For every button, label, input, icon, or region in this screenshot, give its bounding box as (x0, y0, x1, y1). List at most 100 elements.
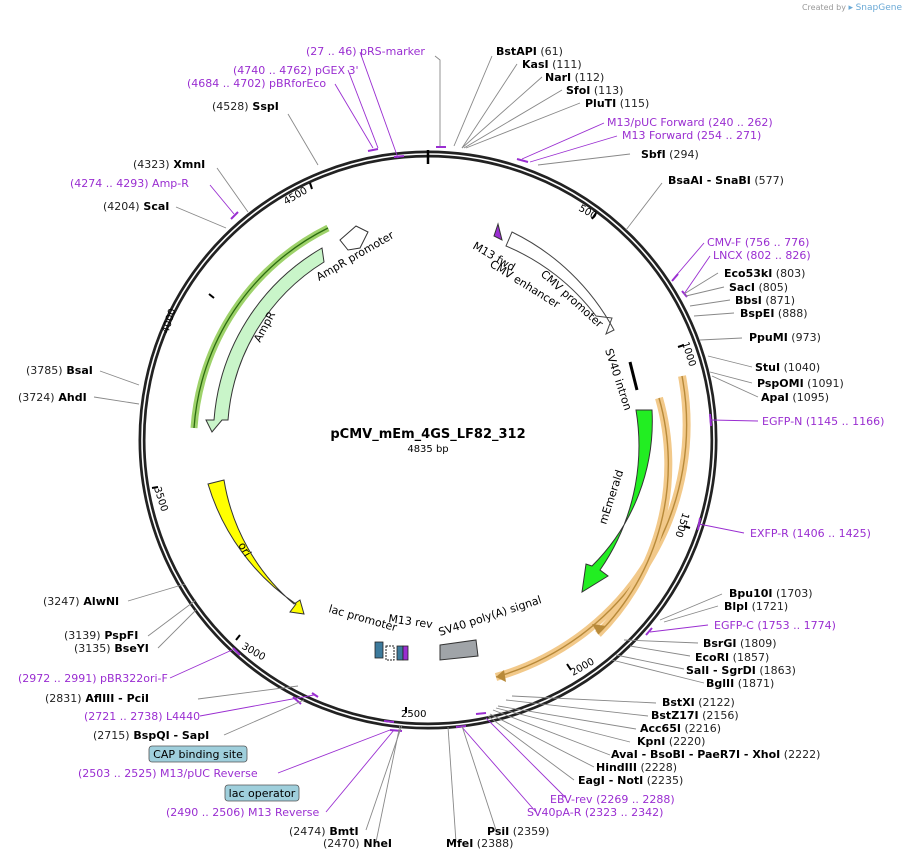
enzyme-label: BsrGI (1809) (703, 637, 777, 650)
tick-label-4000: 4000 (160, 307, 178, 335)
label-primary: (4740 .. 4762) pGEX 3' (233, 64, 359, 77)
label-primary: BglII (706, 677, 734, 690)
feature-lac-promoter-mark (385, 645, 395, 661)
primer-label: CMV-F (756 .. 776) (707, 236, 809, 249)
enzyme-label: Bpu10I (1703) (729, 587, 813, 600)
lac-operator-label: lac operator (229, 787, 296, 800)
enzyme-label: (2474) BmtI (289, 825, 359, 838)
enzyme-label: (3785) BsaI (26, 364, 93, 377)
label-primary: (2721 .. 2738) L4440 (84, 710, 200, 723)
enzyme-label: (4323) XmnI (133, 158, 205, 171)
label-secondary: AlwNI (80, 595, 120, 608)
enzyme-label: (2470) NheI (323, 837, 392, 850)
label-primary: (3724) (18, 391, 55, 404)
label-primary: Eco53kI (724, 267, 772, 280)
label-secondary: (2220) (665, 735, 705, 748)
label-secondary: (1091) (804, 377, 844, 390)
enzyme-label: BlpI (1721) (724, 600, 788, 613)
feature-ampr-promoter-arrow (339, 225, 369, 251)
label-primary: (4528) (212, 100, 249, 113)
label-primary: (2470) (323, 837, 360, 850)
label-primary: (2831) (45, 692, 82, 705)
label-secondary: (1145 .. 1166) (802, 415, 884, 428)
primer-label: (2721 .. 2738) L4440 (84, 710, 200, 723)
label-primary: SalI - SgrDI (686, 664, 756, 677)
enzyme-label: AvaI - BsoBI - PaeR7I - XhoI (2222) (611, 748, 820, 761)
feature-lac-operator-mark (396, 645, 404, 661)
label-primary: SV40pA-R (527, 806, 582, 819)
primer-label: (2972 .. 2991) pBR322ori-F (18, 672, 168, 685)
label-primary: EGFP-C (714, 619, 754, 632)
enzyme-label: BstZ17I (2156) (651, 709, 739, 722)
enzyme-label: (4528) SspI (212, 100, 279, 113)
label-secondary: (115) (616, 97, 649, 110)
label-primary: BstAPI (496, 45, 537, 58)
enzyme-label: SbfI (294) (641, 148, 699, 161)
label-primary: (4274 .. 4293) Amp-R (70, 177, 189, 190)
label-secondary: BspQI - SapI (130, 729, 210, 742)
label-primary: (3139) (64, 629, 101, 642)
enzyme-label: EcoRI (1857) (695, 651, 769, 664)
label-primary: EcoRI (695, 651, 729, 664)
enzyme-label: StuI (1040) (755, 361, 820, 374)
tick-label-1500: 1500 (672, 511, 690, 539)
primer-label: (4274 .. 4293) Amp-R (70, 177, 189, 190)
label-primary: SacI (729, 281, 755, 294)
label-primary: SfoI (566, 84, 590, 97)
label-primary: AvaI - BsoBI - PaeR7I - XhoI (611, 748, 780, 761)
label-primary: PpuMI (749, 331, 788, 344)
feature-label-m13-rev: M13 rev (388, 612, 434, 631)
label-primary: KasI (522, 58, 549, 71)
label-primary: (2474) (289, 825, 326, 838)
label-secondary: BseYI (111, 642, 149, 655)
label-primary: BlpI (724, 600, 748, 613)
feature-ampr-arrow (205, 247, 325, 433)
label-secondary: (1095) (789, 391, 829, 404)
enzyme-label: Acc65I (2216) (640, 722, 721, 735)
label-secondary: AflIII - PciI (82, 692, 149, 705)
enzyme-label: NarI (112) (545, 71, 604, 84)
enzyme-label: ApaI (1095) (761, 391, 829, 404)
label-secondary: BsaI (63, 364, 93, 377)
label-secondary: (1809) (736, 637, 776, 650)
label-secondary: (2222) (780, 748, 820, 761)
label-secondary: SspI (249, 100, 279, 113)
label-primary: (4204) (103, 200, 140, 213)
primer-label: EXFP-R (1406 .. 1425) (750, 527, 871, 540)
label-secondary: (803) (772, 267, 805, 280)
plasmid-name: pCMV_mEm_4GS_LF82_312 (330, 427, 525, 442)
primer-label: LNCX (802 .. 826) (713, 249, 811, 262)
label-primary: LNCX (713, 249, 743, 262)
leader-lines (93, 51, 759, 843)
label-primary: PsiI (487, 825, 509, 838)
label-primary: BbsI (735, 294, 762, 307)
label-secondary: (2388) (473, 837, 513, 850)
enzyme-label: (2831) AflIII - PciI (45, 692, 149, 705)
label-primary: MfeI (446, 837, 473, 850)
label-primary: (27 .. 46) pRS-marker (306, 45, 425, 58)
label-secondary: (577) (751, 174, 784, 187)
cap-binding-site-label: CAP binding site (153, 748, 243, 761)
label-secondary: (2235) (643, 774, 683, 787)
enzyme-label: SalI - SgrDI (1863) (686, 664, 796, 677)
label-primary: (2972 .. 2991) pBR322ori-F (18, 672, 168, 685)
label-secondary: (2216) (681, 722, 721, 735)
label-secondary: (1753 .. 1774) (754, 619, 836, 632)
enzyme-label: KpnI (2220) (637, 735, 705, 748)
enzyme-label: (3724) AhdI (18, 391, 87, 404)
snapgene-logo: ▸ (848, 3, 854, 13)
label-primary: PspOMI (757, 377, 804, 390)
feature-cap-site-mark (374, 641, 384, 659)
label-secondary: NheI (360, 837, 392, 850)
label-secondary: (2359) (509, 825, 549, 838)
label-secondary: (1857) (729, 651, 769, 664)
label-primary: (2715) (93, 729, 130, 742)
label-secondary: (112) (571, 71, 604, 84)
label-secondary: XmnI (170, 158, 206, 171)
label-secondary: (756 .. 776) (741, 236, 809, 249)
label-primary: CMV-F (707, 236, 741, 249)
enzyme-label: (3247) AlwNI (43, 595, 119, 608)
label-primary: EBV-rev (550, 793, 593, 806)
enzyme-label: KasI (111) (522, 58, 582, 71)
